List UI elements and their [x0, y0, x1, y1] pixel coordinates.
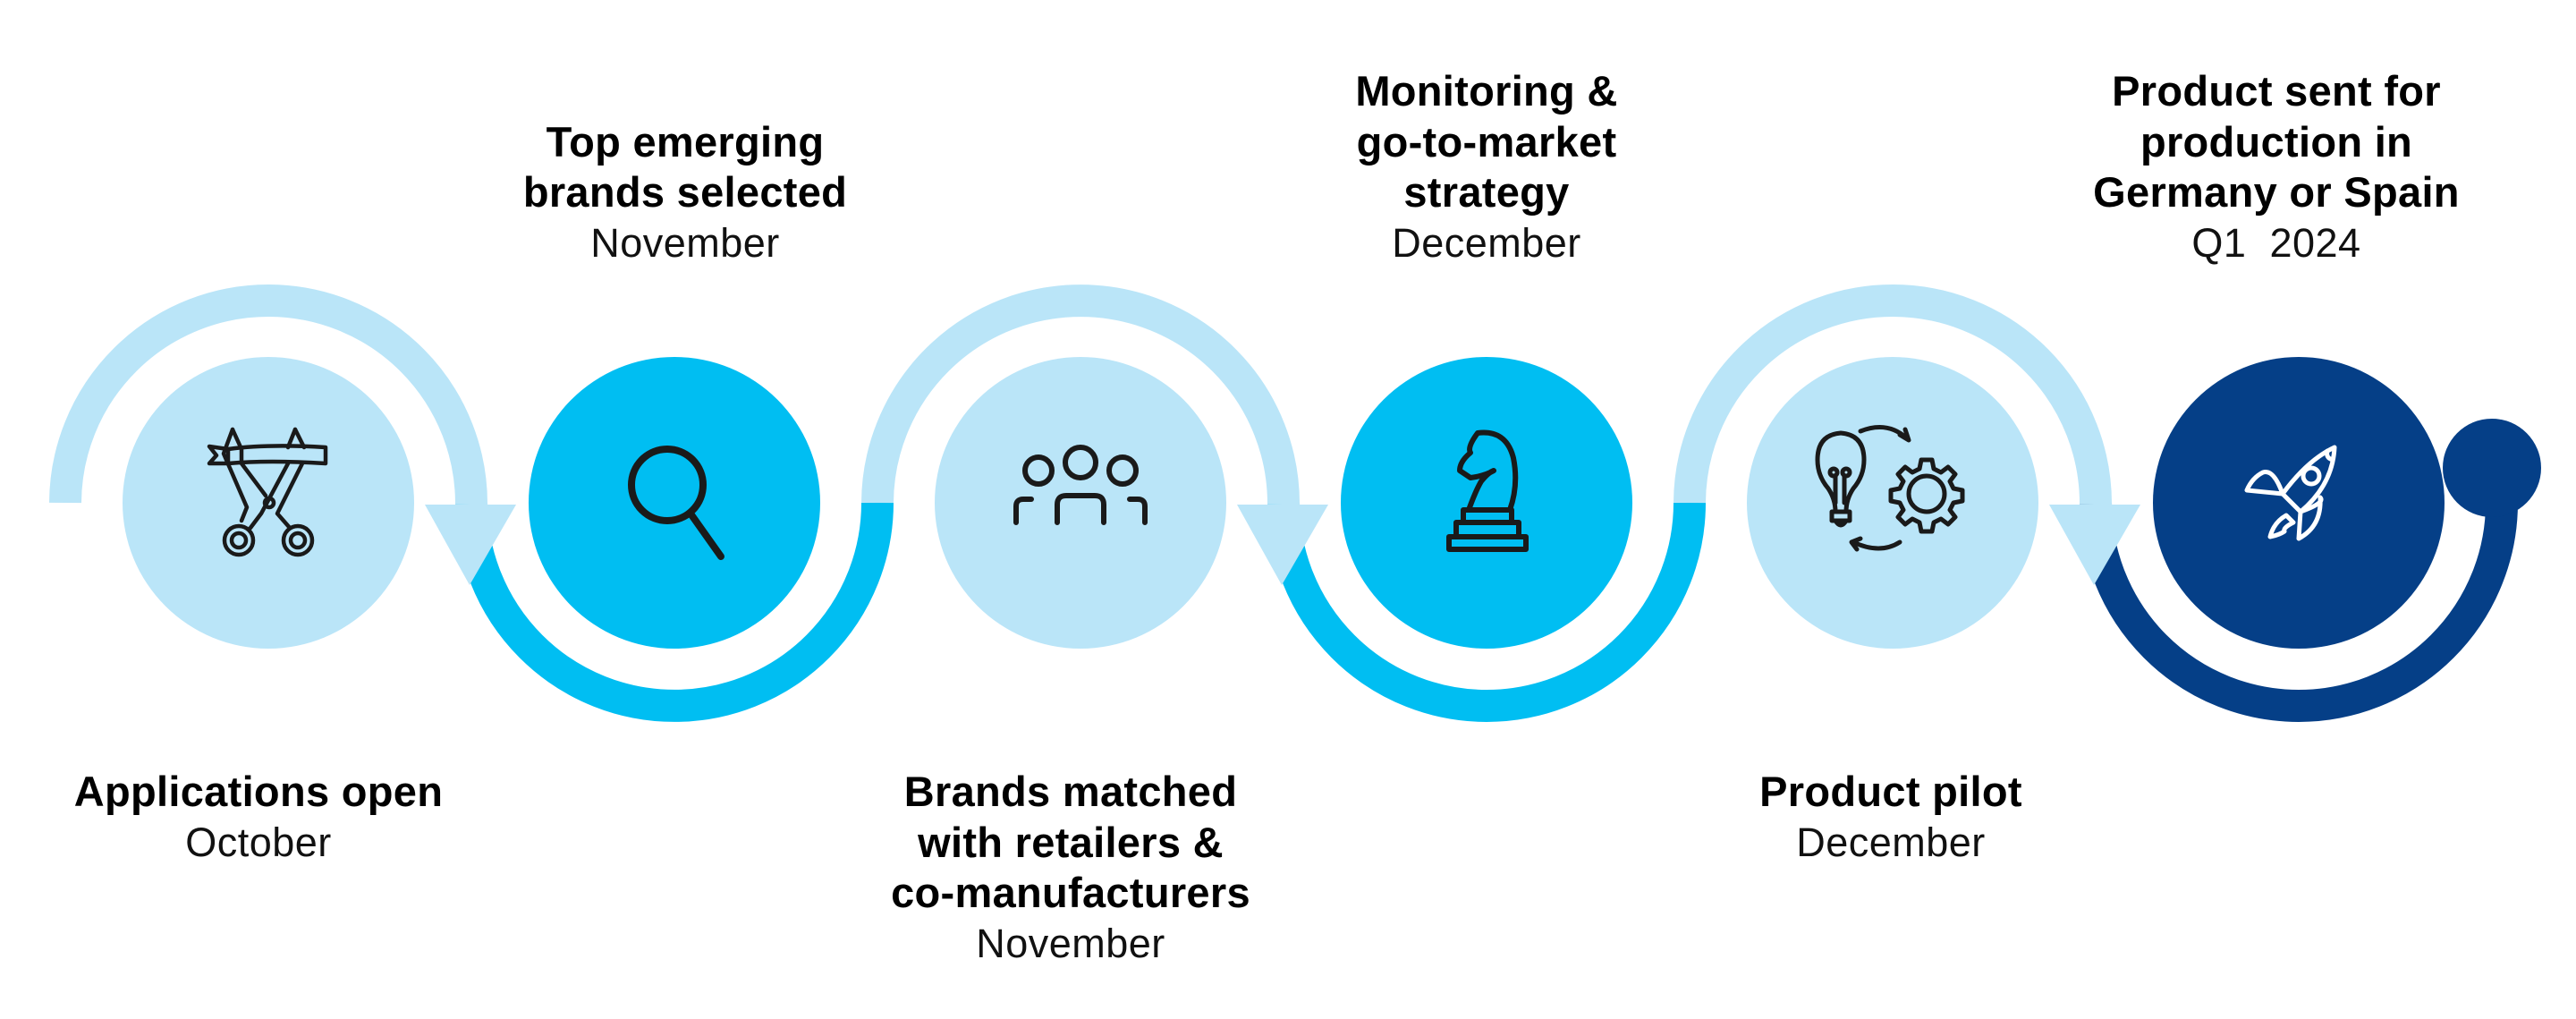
team-people-icon: [1013, 445, 1148, 525]
step-title: co-manufacturers: [891, 869, 1250, 916]
step-date: November: [976, 920, 1165, 966]
step-circle: [2153, 357, 2445, 649]
step-date: December: [1392, 219, 1581, 266]
step-date: November: [590, 219, 780, 266]
step-title: with retailers &: [918, 818, 1224, 866]
step-title: brands selected: [522, 168, 848, 216]
step-title: Germany or Spain: [2093, 168, 2460, 216]
step-date: Q1 2024: [2191, 219, 2361, 266]
arrowhead: [1237, 505, 1328, 585]
step-title: strategy: [1403, 168, 1570, 216]
step-label-applications-open: Applications open October: [8, 767, 509, 868]
step-label-top-brands-selected: Top emerging brands selected November: [435, 117, 936, 269]
idea-gear-cycle-icon: [1815, 425, 1965, 552]
connector-path: [49, 284, 2541, 722]
connector-arc-bottom: [1267, 502, 1706, 722]
step-title: Top emerging: [546, 117, 825, 166]
step-circle: [529, 357, 820, 649]
chess-knight-icon: [1446, 429, 1529, 552]
arrowhead: [425, 505, 516, 585]
step-circles: [123, 357, 2445, 649]
step-title: Monitoring &: [1355, 67, 1618, 115]
step-title: Product sent for: [2112, 67, 2441, 115]
connector-arc-top: [1674, 284, 2113, 505]
step-label-brands-matched: Brands matched with retailers & co-manuf…: [820, 767, 1321, 969]
rocket-icon: [2244, 445, 2337, 541]
connector-arc-bottom: [2080, 502, 2518, 722]
step-title: Applications open: [73, 768, 444, 815]
step-circle: [1341, 357, 1632, 649]
scissors-ribbon-icon: [207, 427, 328, 557]
connector-arc-top: [49, 284, 488, 505]
arrowhead: [2049, 505, 2140, 585]
connector-arc-top: [861, 284, 1301, 505]
step-label-product-pilot: Product pilot December: [1640, 767, 2141, 868]
end-dot: [2443, 419, 2541, 517]
step-icons: [207, 425, 2337, 560]
step-label-production: Product sent for production in Germany o…: [2026, 66, 2527, 268]
step-title: production in: [2140, 117, 2413, 166]
step-title: go-to-market: [1356, 117, 1617, 166]
connector-arc-bottom: [455, 502, 894, 722]
step-date: December: [1796, 819, 1986, 865]
step-circle: [935, 357, 1226, 649]
step-title: Brands matched: [903, 768, 1238, 815]
step-label-monitoring-gtm: Monitoring & go-to-market strategy Decem…: [1236, 66, 1737, 268]
step-title: Product pilot: [1759, 768, 2022, 815]
step-date: October: [185, 819, 332, 865]
magnifier-search-icon: [628, 446, 724, 560]
